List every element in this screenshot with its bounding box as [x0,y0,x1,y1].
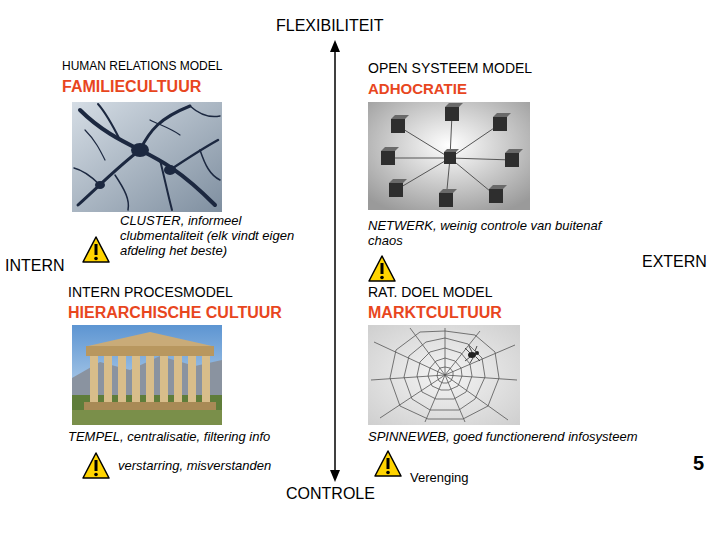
risk-note: verstarring, misverstanden [118,459,271,474]
spider [465,346,480,363]
model-name: OPEN SYSTEEM MODEL [368,60,532,76]
model-name: HUMAN RELATIONS MODEL [62,60,222,74]
metaphor-note: NETWERK, weinig controle van buitenaf ch… [368,219,628,249]
culture-name: MARKTCULTUUR [368,304,502,322]
culture-name: HIERARCHISCHE CULTUUR [68,304,282,322]
warning-symbol [83,453,109,478]
risk-note: Verenging [410,471,469,486]
model-name: INTERN PROCESMODEL [68,284,233,300]
culture-name: ADHOCRATIE [368,80,467,97]
axis-arrow [330,40,340,482]
warning-symbol [375,451,401,476]
temple-picture [72,325,222,425]
model-name: RAT. DOEL MODEL [368,284,492,300]
culture-name: FAMILIECULTUUR [62,78,201,96]
axis-label: INTERN [5,257,65,275]
page-number: 5 [693,452,704,475]
axis-label: FLEXIBILITEIT [276,17,384,35]
metaphor-note: CLUSTER, informeel clubmentaliteit (elk … [120,214,305,259]
network-picture [368,102,530,210]
spiderweb-picture [368,325,520,425]
axis-label: CONTROLE [286,485,375,503]
neuron-picture [72,102,222,212]
metaphor-note: TEMPEL, centralisatie, filtering info [68,430,270,445]
warning-symbol [369,256,395,281]
warning-symbol [83,237,109,262]
metaphor-note: SPINNEWEB, goed functionerend infosystee… [368,430,638,445]
axis-label: EXTERN [642,253,707,271]
